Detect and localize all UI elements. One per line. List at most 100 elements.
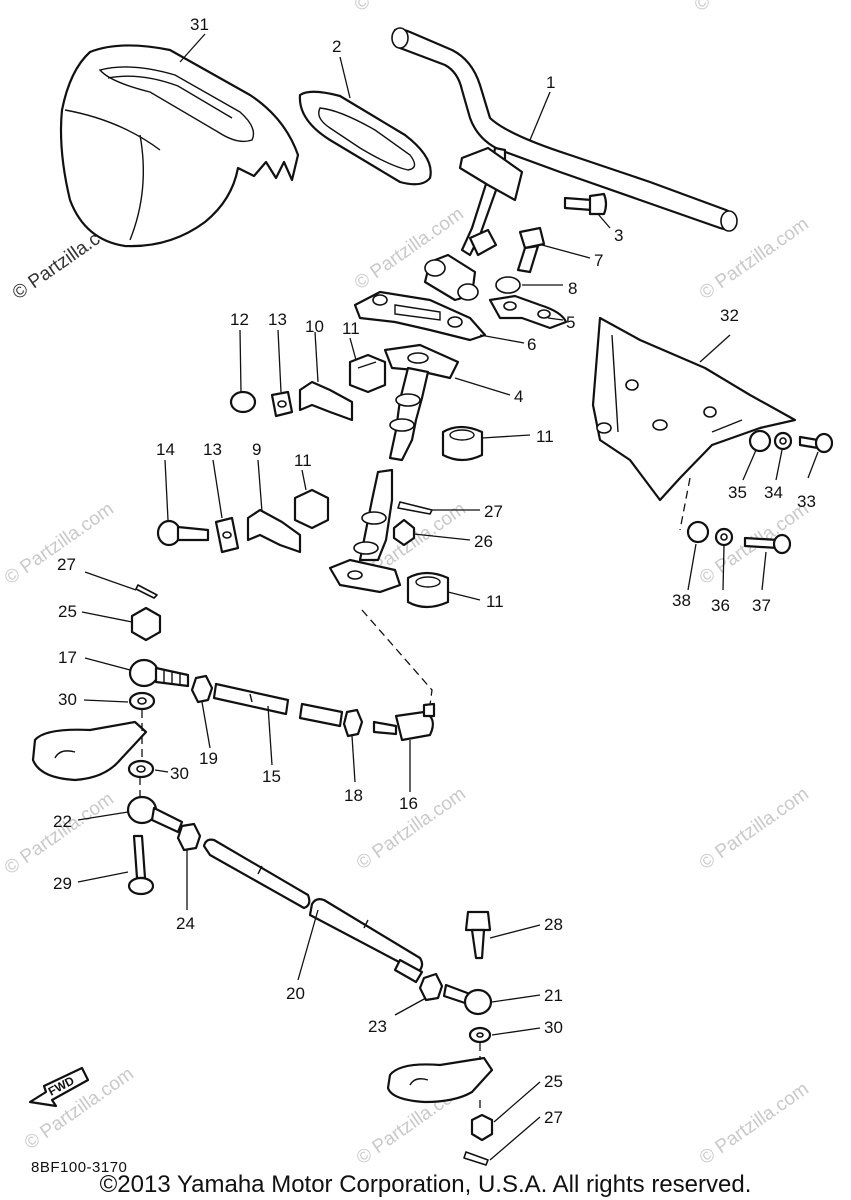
callout-28: 28: [544, 915, 563, 934]
watermark: © Partzilla.com: [1, 498, 118, 589]
part-25-nut-upper: [130, 606, 162, 642]
part-4-steering-column-upper: [383, 343, 460, 462]
callout-30: 30: [170, 764, 189, 783]
callout-11: 11: [486, 592, 504, 611]
callout-31: 31: [190, 15, 209, 34]
callout-13: 13: [203, 440, 222, 459]
part-7-bolt: [516, 226, 546, 274]
callout-14: 14: [156, 440, 175, 459]
watermark: © Partzilla.com: [691, 0, 808, 16]
part-11-bushing-left: [293, 488, 330, 530]
watermark: © Partzilla.com: [696, 213, 813, 304]
part-29-bolt: [127, 834, 155, 896]
copyright-notice: ©2013 Yamaha Motor Corporation, U.S.A. A…: [99, 1171, 752, 1198]
part-26-nut: [392, 518, 416, 547]
part-5-clamp: [488, 294, 568, 330]
part-8-nut: [495, 276, 521, 294]
callout-34: 34: [764, 483, 783, 502]
callout-30: 30: [58, 690, 77, 709]
callout-1: 1: [546, 73, 555, 92]
part-17-ball-joint: [128, 658, 190, 688]
callout-11: 11: [536, 427, 554, 446]
callout-22: 22: [53, 812, 72, 831]
steering-arm-lower-reference: [386, 1056, 494, 1104]
watermark: © Partzilla.com: [696, 1078, 813, 1169]
part-2-handlebar-pad: [298, 90, 432, 186]
part-11-bushing-low: [406, 571, 450, 609]
part-18-nut: [342, 708, 364, 738]
part-11-bushing-top: [348, 353, 387, 394]
part-lower-steering-column: [328, 468, 402, 594]
callout-29: 29: [53, 874, 72, 893]
part-30-washer-lower: [468, 1026, 492, 1044]
callout-36: 36: [711, 596, 730, 615]
part-32-side-cover: [591, 316, 797, 502]
part-15-tie-rod: [212, 682, 344, 728]
watermark: © Partzilla.com: [1, 788, 118, 879]
part-28-bolt: [464, 910, 492, 960]
callout-38: 38: [672, 591, 691, 610]
callout-37: 37: [752, 596, 771, 615]
callout-25: 25: [58, 602, 77, 621]
callout-7: 7: [594, 251, 603, 270]
callout-27: 27: [57, 555, 76, 574]
callout-18: 18: [344, 786, 363, 805]
part-35-grommet: [748, 429, 772, 453]
callout-6: 6: [527, 335, 536, 354]
callout-11: 11: [294, 451, 312, 470]
part-12-nut: [229, 390, 257, 414]
callout-27: 27: [544, 1108, 563, 1127]
catalog-code: 8BF100-3170: [31, 1159, 128, 1176]
callout-23: 23: [368, 1017, 387, 1036]
part-1-handlebar: [391, 27, 738, 302]
part-37-screw: [743, 533, 792, 555]
callout-10: 10: [305, 317, 324, 336]
callout-8: 8: [568, 279, 577, 298]
part-33-screw: [798, 432, 834, 454]
part-20-tie-rod: [202, 838, 424, 984]
callout-24: 24: [176, 914, 195, 933]
callout-25: 25: [544, 1072, 563, 1091]
part-3-bolt: [563, 192, 608, 216]
steering-arm-reference: [31, 720, 148, 782]
part-19-nut: [190, 674, 214, 704]
part-34-washer: [773, 431, 793, 451]
part-36-washer: [714, 527, 734, 547]
callout-9: 9: [252, 440, 261, 459]
part-13-plate-bottom: [214, 516, 240, 554]
callout-19: 19: [199, 749, 218, 768]
part-30-washer-upper: [128, 691, 156, 711]
part-23-nut: [418, 972, 444, 1002]
callout-13: 13: [268, 310, 287, 329]
watermark: © Partzilla.com: [696, 783, 813, 874]
callout-30: 30: [544, 1018, 563, 1037]
part-14-bolt: [156, 519, 210, 547]
callout-21: 21: [544, 986, 563, 1005]
callout-3: 3: [614, 226, 623, 245]
callout-16: 16: [399, 794, 418, 813]
part-13-plate-top: [270, 390, 294, 418]
part-38-grommet: [686, 520, 710, 544]
callout-20: 20: [286, 984, 305, 1003]
leader-dashed: [361, 609, 433, 706]
callout-5: 5: [566, 313, 575, 332]
part-22-ball-joint: [126, 795, 184, 834]
part-27-cotter-pin-left: [135, 584, 158, 599]
part-24-nut: [176, 822, 202, 852]
callout-labels: 31 2 1 3 7 8 5 6 4 12 13 10 11 11 14 13 …: [53, 15, 816, 1127]
part-10-clamp: [298, 380, 354, 422]
callout-2: 2: [332, 37, 341, 56]
part-11-bushing-mid: [441, 425, 484, 462]
callout-15: 15: [262, 767, 281, 786]
part-27-cotter-pin-right: [463, 1151, 489, 1166]
part-27-cotter-pin-upper: [397, 501, 433, 515]
callout-35: 35: [728, 483, 747, 502]
part-31-steering-cover: [59, 44, 300, 248]
callout-27: 27: [484, 502, 503, 521]
part-25-nut-lower: [470, 1113, 494, 1142]
part-9-clamp: [246, 508, 302, 554]
part-6-upper-bracket: [353, 290, 487, 342]
part-16-tie-rod-end: [372, 702, 436, 742]
part-21-ball-joint: [442, 983, 493, 1016]
